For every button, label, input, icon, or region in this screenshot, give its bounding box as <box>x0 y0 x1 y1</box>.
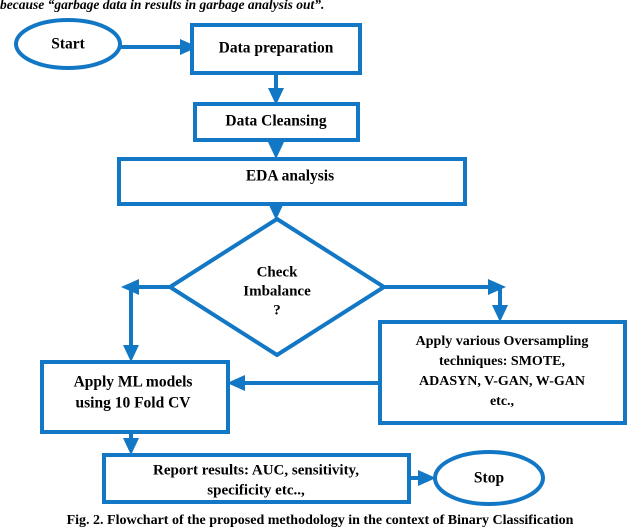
edge-report-results-to-stop <box>409 470 436 486</box>
node-apply-ml-models[interactable]: Apply ML models using 10 Fold CV <box>40 360 230 434</box>
node-data-cleansing-label: Data Cleansing <box>225 113 326 130</box>
node-oversampling-label-line2: techniques: SMOTE, <box>439 354 565 369</box>
node-oversampling-label-line1: Apply various Oversampling <box>416 334 589 349</box>
edge-oversampling-to-apply-ml-models <box>227 375 380 391</box>
node-report-results-label-line1: Report results: AUC, sensitivity, <box>153 462 359 478</box>
figure-caption: Fig. 2. Flowchart of the proposed method… <box>66 513 574 528</box>
edge-start-to-data-preparation <box>121 39 198 55</box>
node-apply-ml-models-label-line1: Apply ML models <box>74 374 193 391</box>
edge-check-imbalance-to-apply-ml-models <box>121 279 172 362</box>
node-check-imbalance-label-line1: Check <box>257 264 298 280</box>
node-start[interactable]: Start <box>14 18 122 70</box>
body-text-fragment: because “garbage data in results in garb… <box>0 0 325 12</box>
node-eda-analysis-label: EDA analysis <box>246 168 334 185</box>
node-data-preparation[interactable]: Data preparation <box>190 23 362 75</box>
node-report-results[interactable]: Report results: AUC, sensitivity, specif… <box>102 453 411 504</box>
node-check-imbalance[interactable]: Check Imbalance ? <box>166 216 388 358</box>
node-data-cleansing[interactable]: Data Cleansing <box>193 102 360 142</box>
flowchart-diagram: Start Data preparation Data Cleansing ED… <box>14 18 627 506</box>
node-oversampling-label-line3: ADASYN, V-GAN, W-GAN <box>419 374 585 389</box>
node-apply-ml-models-label-line2: using 10 Fold CV <box>76 395 192 412</box>
node-report-results-label-line2: specificity etc.., <box>207 482 305 498</box>
node-oversampling-label-line4: etc., <box>490 394 514 409</box>
node-stop[interactable]: Stop <box>433 450 545 506</box>
node-check-imbalance-label-line2: Imbalance <box>243 283 311 299</box>
node-oversampling[interactable]: Apply various Oversampling techniques: S… <box>378 320 627 425</box>
edge-data-preparation-to-data-cleansing <box>268 73 284 105</box>
node-check-imbalance-label-line3: ? <box>273 302 281 318</box>
node-start-label: Start <box>51 36 85 53</box>
edge-apply-ml-models-to-report-results <box>123 432 139 455</box>
node-stop-label: Stop <box>474 470 504 487</box>
node-data-preparation-label: Data preparation <box>219 40 334 57</box>
node-eda-analysis[interactable]: EDA analysis <box>117 157 467 206</box>
edge-check-imbalance-to-oversampling <box>384 279 508 322</box>
